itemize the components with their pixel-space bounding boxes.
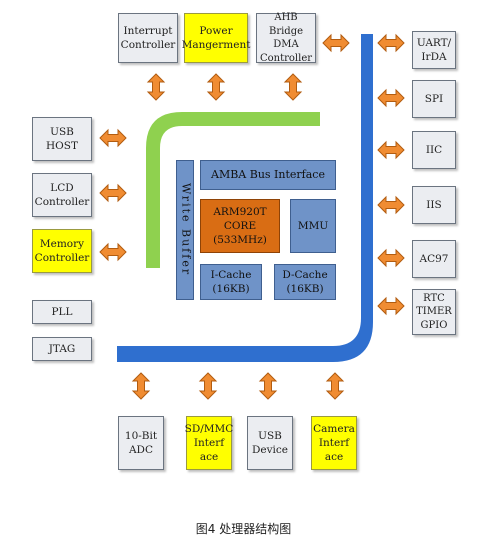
figure-caption: 图4 处理器结构图: [195, 522, 292, 536]
arrow-ac97: [377, 249, 405, 267]
ac97-block: AC97: [412, 240, 456, 278]
uart-irda-block: UART/ IrDA: [412, 31, 456, 69]
arm920t-core-block: ARM920T CORE (533MHz): [200, 199, 280, 253]
jtag-block: JTAG: [32, 337, 92, 361]
lcd-controller-block: LCD Controller: [32, 173, 92, 217]
usb-host-block: USB HOST: [32, 117, 92, 161]
arrow-rtc: [377, 297, 405, 315]
power-management-block: Power Mangerment: [182, 13, 250, 63]
adc-block: 10-Bit ADC: [118, 416, 164, 470]
iis-block: IIS: [412, 186, 456, 224]
arrow-ahb: [284, 73, 302, 101]
arrow-uart: [377, 34, 405, 52]
memory-controller-block: Memory Controller: [32, 229, 92, 273]
arrow-sdmmc: [199, 372, 217, 400]
arrow-camera: [326, 372, 344, 400]
arrow-ahb-bus: [322, 34, 350, 52]
arrow-usb-host: [99, 129, 127, 147]
arrow-interrupt: [147, 73, 165, 101]
arrow-power: [207, 73, 225, 101]
write-buffer-block: Write Buffer: [176, 160, 194, 300]
spi-block: SPI: [412, 80, 456, 118]
mmu-block: MMU: [290, 199, 336, 253]
arrow-usb-device: [259, 372, 277, 400]
write-buffer-label: Write Buffer: [179, 183, 193, 277]
sdmmc-interface-block: SD/MMC Interf ace: [185, 416, 233, 470]
arrow-iic: [377, 141, 405, 159]
dcache-block: D-Cache (16KB): [274, 264, 336, 300]
arrow-memory: [99, 243, 127, 261]
arrow-lcd: [99, 184, 127, 202]
arrow-spi: [377, 89, 405, 107]
usb-device-block: USB Device: [247, 416, 293, 470]
camera-interface-block: Camera Interf ace: [311, 416, 357, 470]
rtc-timer-gpio-block: RTC TIMER GPIO: [412, 289, 456, 335]
amba-bus-interface-block: AMBA Bus Interface: [200, 160, 336, 190]
arrow-adc: [132, 372, 150, 400]
arrow-iis: [377, 196, 405, 214]
interrupt-controller-block: Interrupt Controller: [118, 13, 178, 63]
pll-block: PLL: [32, 300, 92, 324]
icache-block: I-Cache (16KB): [200, 264, 262, 300]
iic-block: IIC: [412, 131, 456, 169]
ahb-bridge-dma-block: AHB Bridge DMA Controller: [256, 12, 316, 64]
green-bus: [146, 112, 320, 268]
